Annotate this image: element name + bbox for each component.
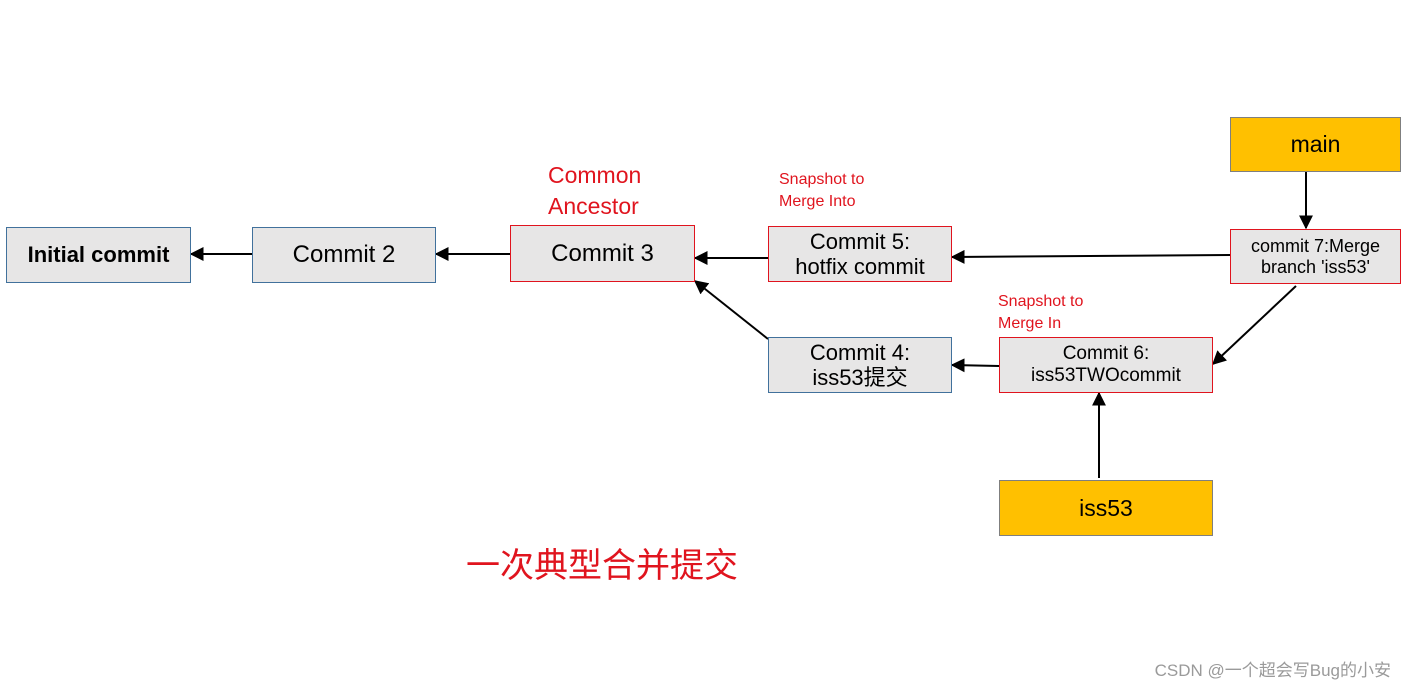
commit-5-line1: Commit 5: bbox=[809, 228, 911, 254]
branch-iss53: iss53 bbox=[999, 480, 1213, 536]
arrow-c6-to-c4 bbox=[950, 358, 1000, 373]
commit-2-label: Commit 2 bbox=[292, 241, 396, 269]
branch-main-label: main bbox=[1290, 131, 1341, 158]
commit-initial-label: Initial commit bbox=[27, 242, 170, 268]
diagram-caption: 一次典型合并提交 bbox=[466, 547, 738, 585]
commit-initial: Initial commit bbox=[6, 227, 191, 283]
annotation-snapshot-in-line2: Merge In bbox=[998, 314, 1062, 332]
arrow-c7-to-c5 bbox=[950, 249, 1231, 264]
branch-iss53-label: iss53 bbox=[1079, 494, 1133, 521]
commit-4-line1: Commit 4: bbox=[809, 339, 911, 365]
annotation-snapshot-into: Snapshot to Merge Into bbox=[779, 169, 864, 212]
annotation-snapshot-in-line1: Snapshot to bbox=[998, 293, 1084, 310]
commit-4-line2: iss53提交 bbox=[812, 365, 908, 390]
commit-3: Commit 3 bbox=[510, 225, 695, 282]
annotation-common-ancestor: Common Ancestor bbox=[548, 160, 641, 222]
commit-2: Commit 2 bbox=[252, 227, 436, 283]
commit-5-line2: hotfix commit bbox=[795, 254, 925, 279]
commit-5: Commit 5: hotfix commit bbox=[768, 226, 952, 282]
commit-7-line2: branch 'iss53' bbox=[1261, 256, 1370, 277]
commit-7: commit 7:Merge branch 'iss53' bbox=[1230, 229, 1401, 284]
branch-main: main bbox=[1230, 117, 1401, 172]
annotation-snapshot-into-line1: Snapshot to bbox=[779, 171, 865, 188]
commit-6-line1: Commit 6: bbox=[1062, 343, 1150, 365]
commit-3-label: Commit 3 bbox=[551, 239, 654, 267]
arrow-c4-to-c3 bbox=[693, 280, 769, 340]
annotation-snapshot-in: Snapshot to Merge In bbox=[998, 291, 1083, 334]
commit-7-line1: commit 7:Merge bbox=[1250, 235, 1381, 256]
watermark: CSDN @一个超会写Bug的小安 bbox=[1154, 661, 1391, 680]
annotation-common-ancestor-line1: Common bbox=[548, 162, 642, 188]
arrow-c7-to-c6 bbox=[1211, 285, 1297, 365]
commit-6-line2: iss53TWOcommit bbox=[1031, 365, 1181, 386]
annotation-snapshot-into-line2: Merge Into bbox=[779, 192, 856, 210]
commit-6: Commit 6: iss53TWOcommit bbox=[999, 337, 1213, 393]
commit-4: Commit 4: iss53提交 bbox=[768, 337, 952, 393]
annotation-common-ancestor-line2: Ancestor bbox=[548, 193, 639, 220]
